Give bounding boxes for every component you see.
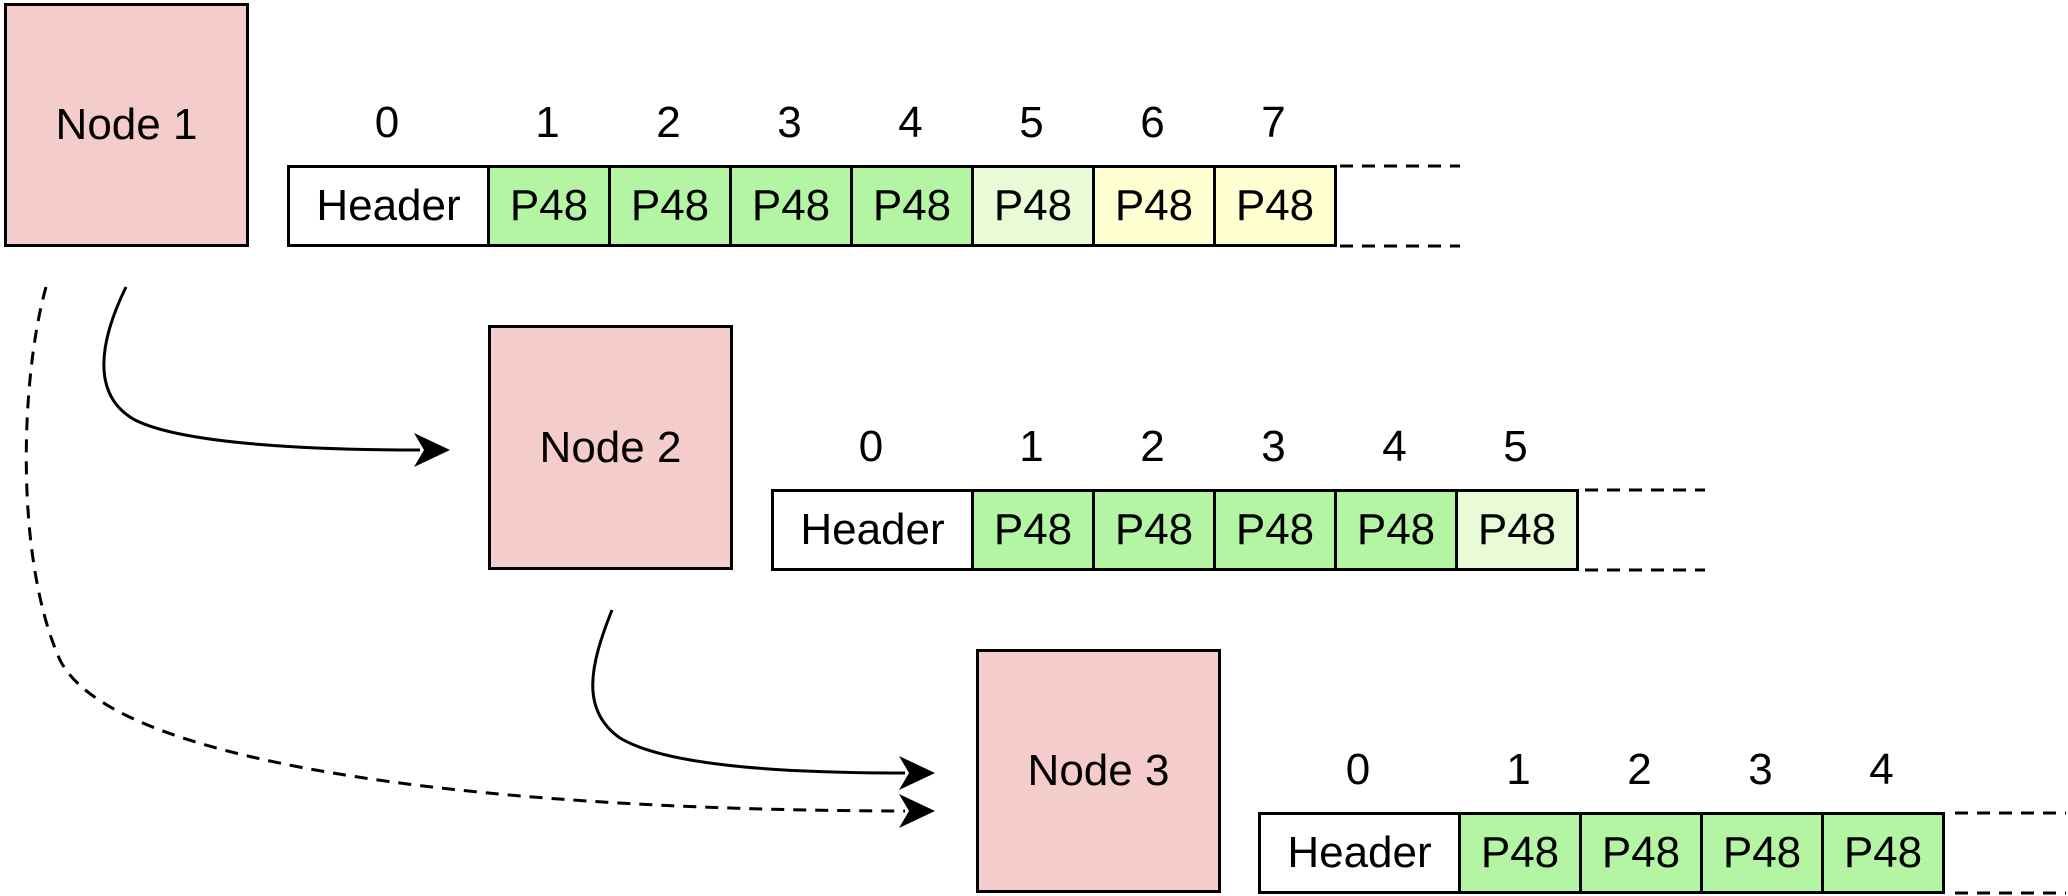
- array-cell: P48: [850, 165, 974, 247]
- array-cell: P48: [1092, 489, 1216, 571]
- node-3-label: Node 3: [1027, 746, 1170, 795]
- array-cell: P48: [1579, 812, 1703, 894]
- index-label: 4: [898, 98, 923, 147]
- index-label: 2: [1627, 745, 1652, 794]
- index-label: 5: [1019, 98, 1044, 147]
- index-label: 1: [1019, 422, 1044, 471]
- index-label: 4: [1869, 745, 1894, 794]
- node-2-box: Node 2: [488, 325, 733, 570]
- array-cell: P48: [971, 165, 1095, 247]
- index-label: 5: [1503, 422, 1528, 471]
- array-cell: P48: [1334, 489, 1458, 571]
- array-cell: P48: [1458, 812, 1582, 894]
- array-cell-header: Header: [771, 489, 974, 571]
- index-label: 3: [777, 98, 802, 147]
- edge-node1-to-node2: [102, 286, 421, 452]
- index-label: 3: [1748, 745, 1773, 794]
- index-label: 0: [858, 422, 884, 471]
- index-label: 4: [1382, 422, 1407, 471]
- index-label: 3: [1261, 422, 1286, 471]
- index-label: 0: [1345, 745, 1371, 794]
- array-cell: P48: [1092, 165, 1216, 247]
- array-cell-header: Header: [287, 165, 490, 247]
- array-cell: P48: [1700, 812, 1824, 894]
- edge-node2-to-node3-arrowhead: [899, 756, 935, 790]
- index-label: 6: [1140, 98, 1165, 147]
- node-1-box: Node 1: [4, 3, 249, 247]
- array-cell: P48: [729, 165, 853, 247]
- node-3-box: Node 3: [976, 649, 1221, 893]
- index-label: 0: [374, 98, 400, 147]
- edge-node1-to-node3-arrowhead: [899, 794, 935, 828]
- edge-node1-to-node2-arrowhead: [414, 433, 450, 467]
- array-cell: P48: [1213, 489, 1337, 571]
- array-cell: P48: [487, 165, 611, 247]
- array-cell: P48: [1455, 489, 1579, 571]
- array-cell-header: Header: [1258, 812, 1461, 894]
- array-cell: P48: [1821, 812, 1945, 894]
- array-cell: P48: [1213, 165, 1337, 247]
- node-1-label: Node 1: [55, 100, 198, 149]
- edge-node2-to-node3: [591, 609, 906, 775]
- index-label: 1: [535, 98, 560, 147]
- array-cell: P48: [971, 489, 1095, 571]
- index-label: 2: [1140, 422, 1165, 471]
- index-label: 1: [1506, 745, 1531, 794]
- index-label: 2: [656, 98, 681, 147]
- node-2-label: Node 2: [539, 422, 682, 472]
- array-cell: P48: [608, 165, 732, 247]
- index-label: 7: [1261, 98, 1286, 147]
